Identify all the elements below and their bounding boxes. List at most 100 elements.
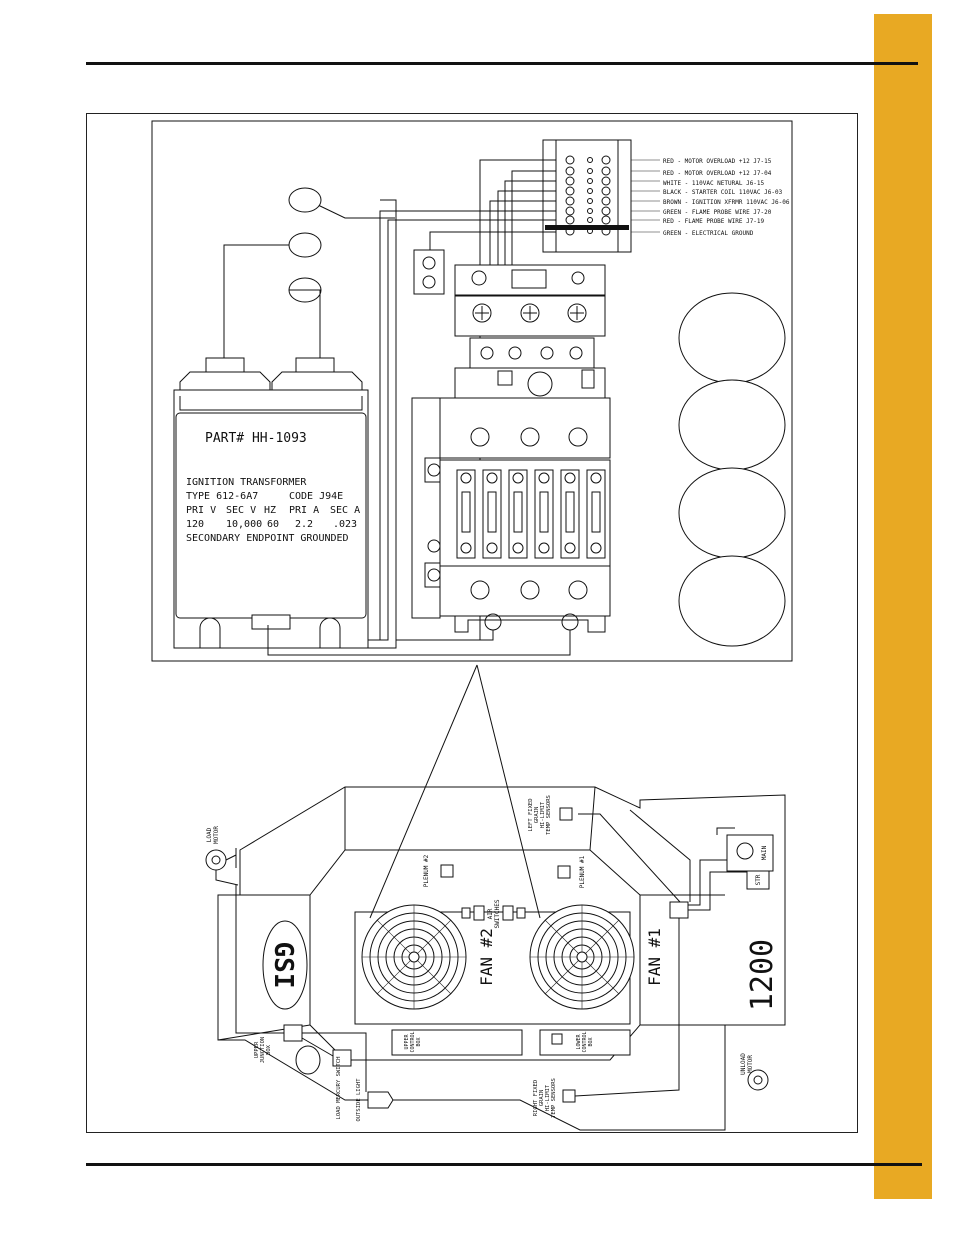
contact-screw — [564, 472, 576, 484]
upper-junction-label: UPPER — [254, 1041, 260, 1058]
ignition-transformer: PART# HH-1093 IGNITION TRANSFORMER TYPE … — [173, 357, 369, 649]
contact-slot — [591, 491, 601, 533]
spec-header: HZ — [264, 505, 276, 516]
wire-label-list: RED - MOTOR OVERLOAD +12 J7-15 RED - MOT… — [663, 158, 790, 237]
load-motor-label: MOTOR — [213, 826, 220, 844]
contact-screw — [512, 542, 524, 554]
contact-screw — [460, 542, 472, 554]
wire-label: GREEN - ELECTRICAL GROUND — [663, 230, 754, 237]
header-rule — [86, 62, 918, 65]
terminal-screw — [565, 186, 575, 196]
knockout-circle — [678, 555, 786, 647]
contact-slot — [513, 491, 523, 533]
wire-label: BROWN - IGNITION XFRMR 110VAC J6-06 — [663, 199, 790, 206]
left-sensors-label: HI-LIMIT — [540, 801, 546, 828]
terminal-screw — [565, 155, 575, 165]
logo-text: GSI — [268, 942, 298, 989]
contact-screw — [564, 542, 576, 554]
terminal-screw — [565, 206, 575, 216]
terminal-screw — [601, 215, 611, 225]
terminal-oval — [288, 187, 322, 213]
air-switches-label: SWITCHES — [494, 899, 501, 928]
motor-starter — [267, 249, 611, 656]
transformer-type: TYPE 612-6A7 — [186, 491, 258, 502]
terminal-screw — [587, 157, 593, 163]
mercury-switch — [295, 1045, 321, 1075]
upper-control-box-label: UPPER — [404, 1033, 410, 1049]
str-label: STR — [755, 874, 762, 885]
right-sensors-label: GRAIN — [539, 1090, 545, 1107]
terminal-screw — [587, 188, 593, 194]
plenum-2-label: PLENUM #2 — [423, 854, 430, 887]
contact-slot — [539, 491, 549, 533]
terminal-screw — [601, 155, 611, 165]
terminal-screw — [601, 176, 611, 186]
spec-value: 60 — [267, 519, 279, 530]
wire-label: RED - MOTOR OVERLOAD +12 J7-04 — [663, 170, 772, 177]
spec-value: .023 — [333, 519, 357, 530]
terminal-screw — [601, 186, 611, 196]
left-sensors-label: TEMP SENSORS — [546, 795, 552, 835]
left-sensors-label: GRAIN — [534, 807, 540, 824]
upper-control-box-label: CONTROL — [410, 1031, 416, 1052]
unload-motor — [747, 1069, 769, 1091]
upper-junction-label: JUNCTION — [260, 1037, 266, 1064]
upper-junction-label: BOX — [266, 1044, 272, 1055]
contact-screw — [486, 472, 498, 484]
fan-2-label: FAN #2 — [477, 928, 496, 986]
right-sensors-label: HI-LIMIT — [545, 1084, 551, 1111]
wire-label: RED - MOTOR OVERLOAD +12 J7-15 — [663, 158, 772, 165]
transformer-code: CODE J94E — [289, 491, 343, 502]
dryer-outline — [217, 786, 786, 1131]
outside-light — [367, 1091, 394, 1109]
contact-slot — [565, 491, 575, 533]
wire-label: RED - FLAME PROBE WIRE J7-19 — [663, 218, 765, 225]
left-sensors-label: LEFT FIXED — [528, 798, 534, 831]
starter-box — [746, 870, 770, 890]
terminal-screw — [565, 196, 575, 206]
contact-screw — [512, 472, 524, 484]
wire-label: WHITE - 110VAC NETURAL J6-15 — [663, 180, 765, 187]
terminal-screw — [565, 215, 575, 225]
terminal-screw — [601, 166, 611, 176]
contact-screw — [460, 472, 472, 484]
lower-control-box-label: LOWER — [576, 1033, 582, 1049]
terminal-strip — [542, 139, 632, 253]
terminal-screw — [587, 168, 593, 174]
figure-frame — [86, 113, 858, 1133]
wire-leaders — [631, 159, 660, 233]
contact-screw — [590, 542, 602, 554]
model-number: 1200 — [745, 939, 780, 1011]
contact-screw — [486, 542, 498, 554]
wire-label: GREEN - FLAME PROBE WIRE J7-20 — [663, 209, 772, 216]
fan-2: FAN #2 — [361, 904, 496, 1010]
terminal-screw — [587, 178, 593, 184]
knockout-circle — [678, 292, 786, 384]
spec-value: 120 — [186, 519, 204, 530]
plenum-1-label: PLENUM #1 — [579, 855, 586, 888]
right-sensors: RIGHT FIXED GRAIN HI-LIMIT TEMP SENSORS — [533, 1078, 576, 1118]
knockout-circle — [678, 379, 786, 471]
terminal-screw — [565, 166, 575, 176]
terminal-screw — [601, 196, 611, 206]
terminal-screw — [587, 208, 593, 214]
fan-1: FAN #1 — [529, 904, 664, 1010]
transformer-note: SECONDARY ENDPOINT GROUNDED — [186, 533, 349, 544]
unload-motor-label: MOTOR — [747, 1055, 754, 1073]
terminal-screw — [601, 206, 611, 216]
gsi-logo: GSI — [262, 920, 308, 1010]
load-motor-label: LOAD — [206, 827, 213, 842]
detail-panel-border — [151, 120, 793, 662]
lower-control-box-label: BOX — [588, 1037, 594, 1046]
unload-motor-label: UNLOAD — [740, 1053, 747, 1075]
left-sensors: LEFT FIXED GRAIN HI-LIMIT TEMP SENSORS — [528, 795, 573, 835]
contact-slot — [461, 491, 471, 533]
main-label: MAIN — [761, 845, 768, 860]
contact-screw — [538, 472, 550, 484]
knockout-circle — [678, 467, 786, 559]
dryer-wiring — [235, 809, 747, 1097]
spec-header: SEC A — [330, 505, 360, 516]
fan-1-label: FAN #1 — [645, 928, 664, 986]
terminal-screw — [587, 198, 593, 204]
